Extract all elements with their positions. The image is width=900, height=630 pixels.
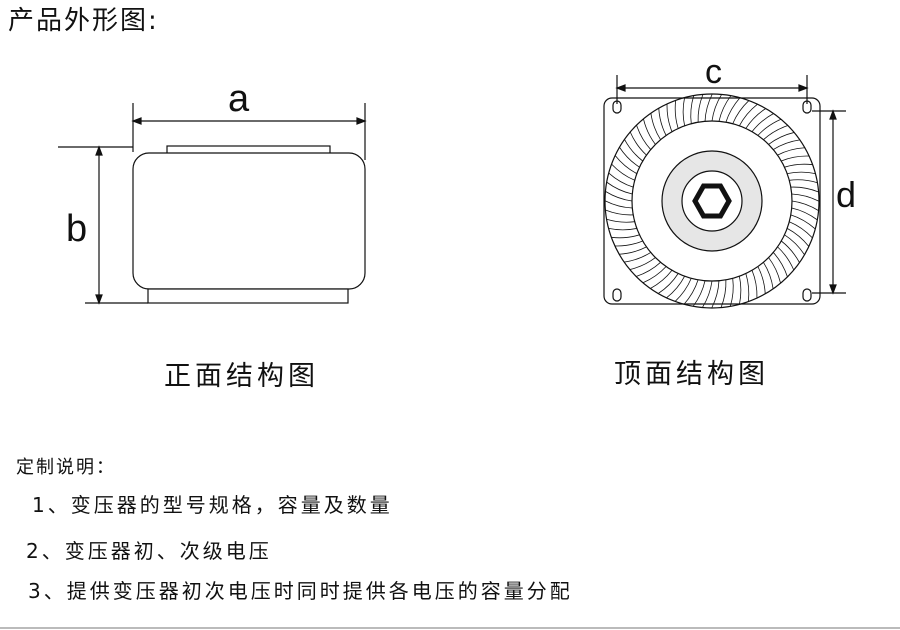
winding-line <box>702 280 713 308</box>
winding-line <box>643 118 656 145</box>
winding-line <box>791 193 820 202</box>
dimension-label-d: d <box>836 174 857 215</box>
winding-line <box>629 131 647 156</box>
front-view-drawing <box>58 103 367 305</box>
winding-line <box>763 262 774 289</box>
winding-line <box>690 95 695 124</box>
winding-line <box>773 139 800 150</box>
winding-line <box>650 270 673 289</box>
winding-line <box>674 100 679 129</box>
winding-line <box>624 139 643 162</box>
winding-line <box>745 273 750 302</box>
winding-line <box>666 103 673 132</box>
winding-line <box>606 181 633 195</box>
winding-line <box>720 279 727 308</box>
winding-line <box>697 94 704 123</box>
winding-line <box>745 108 766 129</box>
winding-line <box>636 261 661 277</box>
winding-line <box>650 113 661 140</box>
winding-line <box>704 93 713 122</box>
winding-line <box>784 163 813 168</box>
winding-line <box>718 95 732 122</box>
note-item: 3、提供变压器初次电压时同时提供各电压的容量分配 <box>28 579 573 603</box>
dimension-label-a: a <box>228 78 250 120</box>
winding-line <box>611 234 640 239</box>
bottom-divider <box>0 627 900 629</box>
winding-line <box>790 214 816 230</box>
winding-line <box>682 97 686 126</box>
winding-line <box>605 191 633 202</box>
winding-line <box>791 207 818 221</box>
winding-line <box>732 100 750 124</box>
winding-line <box>619 147 640 168</box>
winding-line <box>781 155 810 162</box>
front-view-caption: 正面结构图 <box>164 361 319 392</box>
winding-line <box>777 246 795 271</box>
note-item: 2、变压器初、次级电压 <box>26 539 272 563</box>
winding-line <box>787 171 816 175</box>
winding-line <box>658 273 679 294</box>
winding-line <box>738 276 742 305</box>
winding-line <box>636 125 652 150</box>
notes-heading: 定制说明： <box>16 457 116 478</box>
winding-line <box>711 94 722 122</box>
winding-line <box>768 132 795 145</box>
winding-line <box>674 278 692 302</box>
winding-line <box>772 252 788 277</box>
winding-line <box>629 257 656 270</box>
winding-line <box>614 240 643 247</box>
winding-line <box>692 280 706 307</box>
winding-line <box>729 278 734 307</box>
winding-line <box>608 227 637 231</box>
winding-line <box>642 266 667 284</box>
winding-line <box>784 234 805 255</box>
winding-line <box>751 113 774 132</box>
winding-line <box>791 200 819 211</box>
note-item: 1、变压器的型号规格，容量及数量 <box>32 493 393 517</box>
winding-line <box>789 221 813 239</box>
winding-line <box>789 179 818 184</box>
winding-line <box>608 172 634 188</box>
top-view-drawing <box>603 75 846 309</box>
dimension-label-c: c <box>705 53 722 91</box>
winding-line <box>739 103 758 127</box>
winding-line <box>757 118 782 136</box>
winding-line <box>619 246 647 255</box>
winding-line <box>606 218 635 223</box>
winding-line <box>781 240 800 263</box>
winding-line <box>790 186 819 193</box>
top-view-caption: 顶面结构图 <box>614 359 769 390</box>
winding-line <box>658 108 667 136</box>
winding-line <box>666 275 685 299</box>
dimension-label-b: b <box>66 208 88 250</box>
page-title: 产品外形图: <box>8 6 159 36</box>
winding-line <box>768 257 781 284</box>
winding-line <box>614 155 638 174</box>
winding-line <box>777 147 805 156</box>
winding-line <box>757 266 766 294</box>
winding-line <box>763 125 788 141</box>
winding-line <box>604 200 633 209</box>
winding-line <box>751 270 758 299</box>
winding-line <box>624 252 651 263</box>
winding-line <box>725 97 741 123</box>
winding-line <box>605 209 634 216</box>
winding-line <box>683 279 699 305</box>
winding-line <box>786 228 810 247</box>
winding-line <box>711 280 720 309</box>
winding-line <box>611 163 635 181</box>
